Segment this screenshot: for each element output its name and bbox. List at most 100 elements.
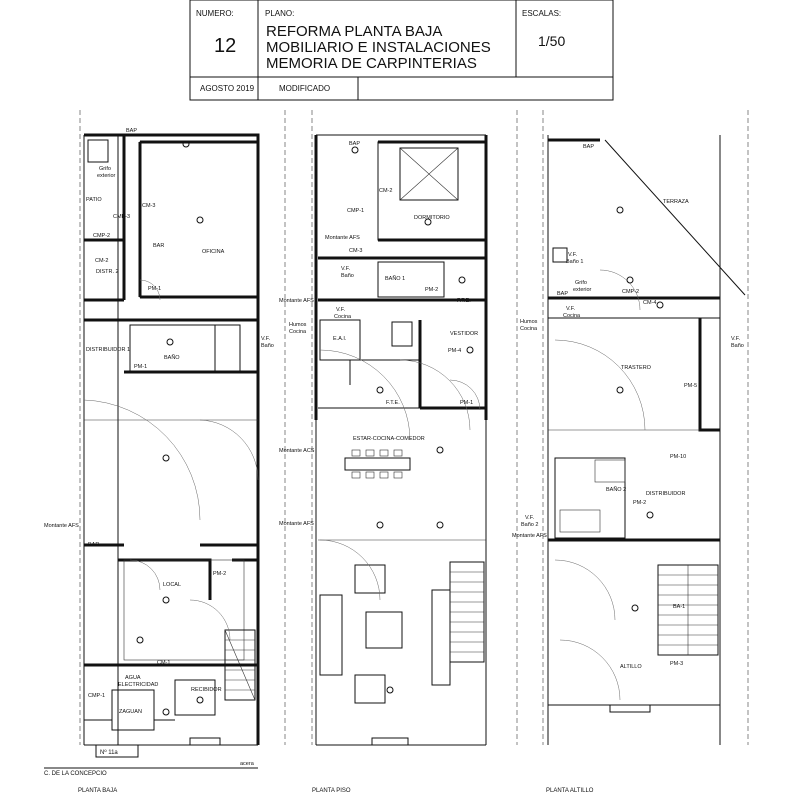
label-cmp1-piso: CMP-1 <box>347 208 364 214</box>
label-pm2-piso: PM-2 <box>425 287 438 293</box>
title-block: NUMERO: 12 PLANO: REFORMA PLANTA BAJA MO… <box>189 0 614 101</box>
label-montante-afs-altillo: Montante AFS <box>512 533 547 539</box>
plano-label: PLANO: <box>265 9 294 18</box>
floor-name-baja: PLANTA BAJA <box>78 788 117 794</box>
light-points-baja <box>136 140 204 704</box>
label-cmp2-baja: CMP-2 <box>93 233 110 239</box>
label-grifo1-altillo: Grifo <box>575 280 587 286</box>
label-cm3-piso: CM-3 <box>349 248 362 254</box>
label-pm4-piso: PM-4 <box>448 348 461 354</box>
label-humos2-altillo: Cocina <box>520 326 538 332</box>
label-vf4-altillo: V.F. <box>525 515 534 521</box>
label-cmp2-altillo: CMP-2 <box>622 289 639 295</box>
label-vf2-altillo: V.F. <box>566 306 575 312</box>
label-oficina: OFICINA <box>202 249 225 255</box>
floor-name-altillo: PLANTA ALTILLO <box>546 788 594 794</box>
label-pm1-baja: PM-1 <box>148 286 161 292</box>
label-terraza: TERRAZA <box>663 199 689 205</box>
label-cocina-vf-piso: Cocina <box>334 314 352 320</box>
label-estar: ESTAR-COCINA-COMEDOR <box>353 436 425 442</box>
label-vestidor: VESTIDOR <box>450 331 478 337</box>
label-agua: AGUA <box>125 675 141 681</box>
escalas-label: ESCALAS: <box>522 9 561 18</box>
label-pm2-altillo: PM-2 <box>633 500 646 506</box>
stair-piso <box>449 561 485 663</box>
label-dormitorio: DORMITORIO <box>414 215 450 221</box>
plano-line-3: MEMORIA DE CARPINTERIAS <box>266 55 477 72</box>
label-vf3-altillo: V.F. <box>731 336 740 342</box>
plano-line-1: REFORMA PLANTA BAJA <box>266 23 442 40</box>
label-montante-acs-piso: Montante ACS <box>279 448 315 454</box>
label-pm2-baja: PM-2 <box>213 571 226 577</box>
label-bap-baja: BAP <box>126 128 137 134</box>
label-recibidor: RECIBIDOR <box>191 687 222 693</box>
dining-chairs <box>351 449 403 479</box>
footer: Nº 11a acera C. DE LA CONCEPCIO PLANTA B… <box>44 744 594 794</box>
label-bano2-altillo: BAÑO 2 <box>606 486 626 493</box>
label-grifo2-altillo: exterior <box>573 287 592 293</box>
label-zaguan: ZAGUAN <box>119 709 142 715</box>
label-bano2b-altillo: Baño 2 <box>521 522 538 528</box>
label-vf-piso: V.F. <box>341 266 350 272</box>
label-grifo1-baja: Grifo <box>99 166 111 172</box>
label-pm1-piso: PM-1 <box>460 400 473 406</box>
label-pm5-altillo: PM-5 <box>684 383 697 389</box>
light-points-piso <box>351 146 474 694</box>
light-points-altillo <box>616 206 664 612</box>
label-cm4-altillo: CM-4 <box>643 300 656 306</box>
stair-altillo <box>657 564 719 656</box>
label-fte-piso: F.T.E. <box>457 298 471 304</box>
label-bap2-altillo: BAP <box>557 291 568 297</box>
street-number-badge: Nº 11a <box>100 749 118 756</box>
label-ba1-altillo: BA-1 <box>673 604 685 610</box>
label-bano1-altillo: Baño 1 <box>566 259 583 265</box>
sidewalk-label: acera <box>240 761 255 767</box>
label-electricidad: ELECTRICIDAD <box>118 682 158 688</box>
label-eai: E.A.I. <box>333 336 347 342</box>
label-montante-afs2-piso: Montante AFS <box>279 298 314 304</box>
label-montante-afs-baja: Montante AFS <box>44 523 79 529</box>
label-cm1-baja: CM-1 <box>157 660 170 666</box>
floor-name-piso: PLANTA PISO <box>312 788 351 794</box>
label-patio: PATIO <box>86 197 102 203</box>
label-vf-baja: V.F. <box>261 336 270 342</box>
label-distr2: DISTR. 2 <box>96 269 119 275</box>
planta-baja-plan: BAP Grifo exterior PATIO CM-3 CMP-3 CMP-… <box>44 110 286 746</box>
label-local: LOCAL <box>163 582 181 588</box>
label-pm10-altillo: PM-10 <box>670 454 686 460</box>
label-fte2-piso: F.T.E. <box>386 400 400 406</box>
planta-piso-plan: BAP CM-2 CMP-1 DORMITORIO Montante AFS C… <box>279 110 518 746</box>
plano-line-2: MOBILIARIO E INSTALACIONES <box>266 39 491 56</box>
label-cocina-altillo: Cocina <box>563 313 581 319</box>
label-bano3-altillo: Baño <box>731 343 744 349</box>
label-montante-afs3-piso: Montante AFS <box>279 521 314 527</box>
label-vf2-piso: V.F. <box>336 307 345 313</box>
label-cm3-baja: CM-3 <box>142 203 155 209</box>
label-bano1-piso: BAÑO 1 <box>385 275 405 282</box>
label-distribuidor-altillo: DISTRIBUIDOR <box>646 491 685 497</box>
status-text: MODIFICADO <box>279 84 330 93</box>
label-vf-altillo: V.F. <box>568 252 577 258</box>
numero-value: 12 <box>214 35 236 57</box>
date-text: AGOSTO 2019 <box>200 84 255 93</box>
label-humos2-piso: Cocina <box>289 329 307 335</box>
label-bano-baja: BAÑO <box>164 354 180 361</box>
label-bano-vf-piso: Baño <box>341 273 354 279</box>
label-cm2-baja: CM-2 <box>95 258 108 264</box>
label-bap-altillo: BAP <box>583 144 594 150</box>
label-trastero: TRASTERO <box>621 365 652 371</box>
label-montante-afs-piso: Montante AFS <box>325 235 360 241</box>
label-grifo2-baja: exterior <box>97 173 116 179</box>
escalas-value: 1/50 <box>538 33 565 49</box>
label-bano-vf-baja: Baño <box>261 343 274 349</box>
label-cmp1-baja: CMP-1 <box>88 693 105 699</box>
label-humos1-altillo: Humos <box>520 319 538 325</box>
label-bar2-baja: BAR <box>88 542 99 548</box>
label-bap-piso: BAP <box>349 141 360 147</box>
label-cm2-piso: CM-2 <box>379 188 392 194</box>
label-distribuidor1: DISTRIBUIDOR 1 <box>86 347 130 353</box>
label-cmp3-baja: CMP-3 <box>113 214 130 220</box>
label-humos1-piso: Humos <box>289 322 307 328</box>
street-name: C. DE LA CONCEPCIO <box>44 771 107 777</box>
